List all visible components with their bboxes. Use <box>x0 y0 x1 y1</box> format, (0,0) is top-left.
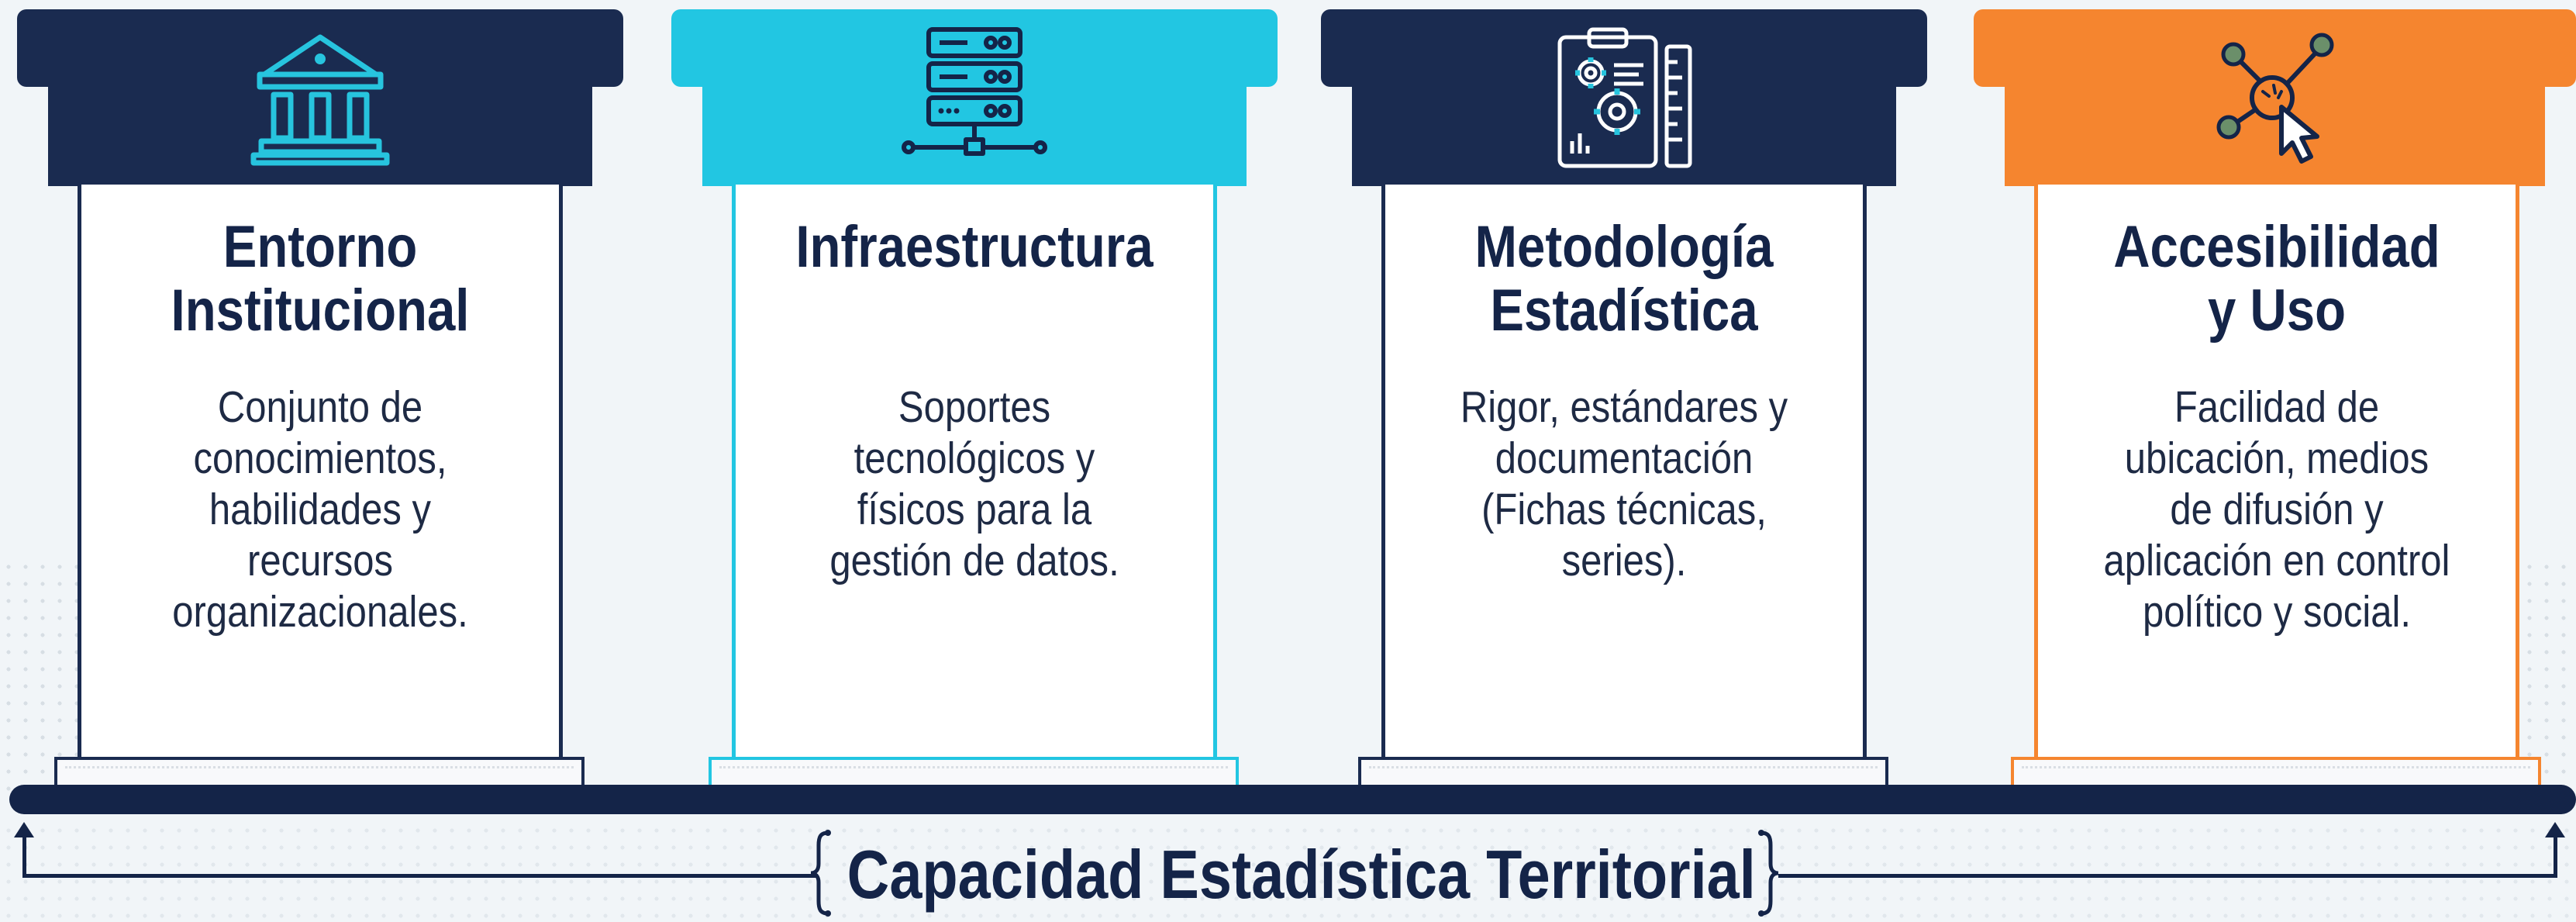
pillar-title: Entorno Institucional <box>171 214 470 344</box>
left-arrow-stem <box>22 834 26 878</box>
pillar-capital <box>671 9 1278 87</box>
pillar-title: Metodología Estadística <box>1474 214 1774 344</box>
dot-pattern-bottom <box>0 822 2576 918</box>
pillar-title: Accesibilidad y Uso <box>2113 214 2440 344</box>
pillar-metodologia-estadistica: Metodología Estadística Rigor, estándare… <box>1321 0 1927 785</box>
left-arrow-head <box>14 822 34 837</box>
pillar-description: Conjunto de conocimientos, habilidades y… <box>172 382 468 637</box>
right-brace-icon <box>1754 828 1780 922</box>
pillar-body: Metodología Estadística Rigor, estándare… <box>1381 185 1867 785</box>
pillar-body: Entorno Institucional Conjunto de conoci… <box>78 185 563 785</box>
pillar-base <box>1358 757 1888 786</box>
right-bracket-line <box>1778 874 2554 878</box>
dot-pattern-left <box>0 558 78 791</box>
right-arrow-head <box>2545 822 2565 837</box>
institution-building-icon <box>250 26 390 170</box>
network-cursor-icon <box>2205 26 2345 170</box>
pillar-base <box>54 757 585 786</box>
pillar-description: Soportes tecnológicos y físicos para la … <box>829 382 1119 585</box>
pillar-description: Facilidad de ubicación, medios de difusi… <box>2103 382 2450 637</box>
left-brace-icon <box>809 828 836 922</box>
foundation-beam <box>9 785 2576 814</box>
pillar-body: Accesibilidad y Uso Facilidad de ubicaci… <box>2034 185 2519 785</box>
clipboard-gears-icon <box>1550 25 1698 176</box>
right-arrow-stem <box>2554 834 2557 878</box>
pillar-accesibilidad-uso: Accesibilidad y Uso Facilidad de ubicaci… <box>1974 0 2576 785</box>
server-rack-icon <box>901 23 1048 174</box>
pillar-base <box>709 757 1239 786</box>
pillar-title: Infraestructura <box>795 214 1154 280</box>
pillar-base <box>2011 757 2541 786</box>
pillar-body: Infraestructura Soportes tecnológicos y … <box>732 185 1217 785</box>
pillar-description: Rigor, estándares y documentación (Ficha… <box>1460 382 1788 585</box>
footer-title: Capacidad Estadística Territorial <box>847 836 1756 913</box>
pillar-infraestructura: Infraestructura Soportes tecnológicos y … <box>671 0 1278 785</box>
pillar-capital <box>1974 9 2576 87</box>
pillar-entorno-institucional: Entorno Institucional Conjunto de conoci… <box>17 0 623 785</box>
left-bracket-line <box>22 874 818 878</box>
